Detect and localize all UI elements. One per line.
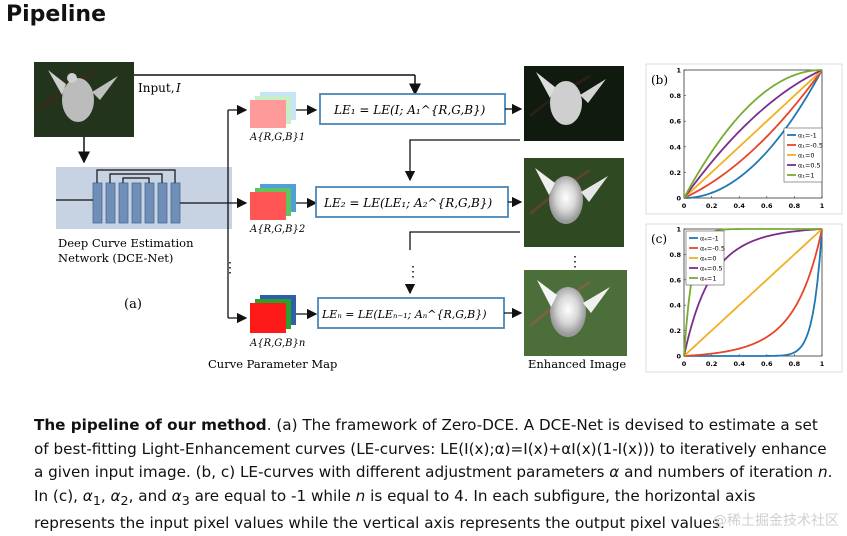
y-tick-label: 0.2 (669, 327, 681, 335)
caption-sub2: 2 (120, 492, 129, 508)
legend-label: α₁=-1 (798, 132, 817, 140)
page-title: Pipeline (6, 2, 106, 27)
watermark: @稀土掘金技术社区 (713, 513, 839, 529)
series-line (683, 69, 823, 199)
dce-label-line2: Network (DCE-Net) (58, 251, 173, 265)
panel-b-label: (b) (651, 73, 668, 87)
x-tick-label: 0.6 (761, 360, 773, 368)
y-tick-label: 0.8 (669, 92, 681, 100)
curve-map-2 (250, 184, 296, 220)
caption-n: n (818, 463, 828, 481)
x-tick-label: 0 (682, 360, 687, 368)
caption-n2: n (355, 486, 366, 505)
dce-ellipsis: ⋮ (223, 260, 237, 276)
series-line (683, 228, 823, 357)
caption-part-6: are equal to -1 while (189, 486, 356, 505)
legend-label: α₄=0.5 (700, 265, 723, 273)
dce-label-line1: Deep Curve Estimation (58, 236, 194, 250)
caption-sub1: 1 (92, 492, 101, 508)
y-tick-label: 0 (676, 353, 681, 361)
x-tick-label: 0.8 (789, 360, 801, 368)
curve-map-n (250, 295, 296, 333)
enhanced-image-2 (524, 158, 624, 247)
input-label: Input, (138, 81, 175, 95)
enhanced-label: Enhanced Image (528, 357, 626, 371)
curve-map-1 (250, 92, 296, 128)
series-line (683, 69, 823, 199)
map-label-2: A{R,G,B}2 (249, 224, 305, 235)
y-tick-label: 0.4 (669, 302, 681, 310)
le-box-1: LE₁ = LE(I; A₁^{R,G,B}) (319, 93, 506, 125)
chart-c: 0 0.2 0.4 0.6 0.8 1 0 0.2 0.4 0.6 0.8 1 α₄=-1 α₄=-0.5… (669, 226, 824, 369)
legend-label: α₄=-0.5 (700, 245, 725, 253)
y-tick-label: 0.6 (669, 118, 681, 126)
legend-label: α₄=1 (700, 275, 716, 283)
caption-part-2: and numbers of iteration (619, 463, 819, 481)
legend-label: α₁=-0.5 (798, 142, 823, 150)
curve-map-label: Curve Parameter Map (208, 357, 337, 371)
input-image (34, 62, 134, 137)
y-tick-label: 1 (676, 226, 681, 234)
legend-label: α₁=1 (798, 172, 814, 180)
map-label-n: A{R,G,B}n (249, 338, 305, 349)
x-tick-label: 1 (820, 202, 825, 210)
y-tick-label: 0.6 (669, 276, 681, 284)
series-line (683, 69, 823, 199)
le-equation-1: LE₁ = LE(I; A₁^{R,G,B}) (333, 103, 486, 117)
x-tick-label: 0.4 (733, 202, 745, 210)
le-ellipsis: ⋮ (406, 264, 420, 280)
enhanced-image-1 (524, 66, 624, 141)
dce-output-lines (227, 104, 248, 324)
map-to-le-arrows (296, 104, 318, 320)
input-arrow (134, 74, 421, 96)
x-tick-label: 0.2 (706, 360, 718, 368)
x-tick-label: 0.6 (761, 202, 773, 210)
caption-part-3: . In (c), (34, 463, 833, 505)
legend-label: α₁=0.5 (798, 162, 821, 170)
enhanced-ellipsis: ⋮ (568, 254, 582, 270)
legend-label: α₄=0 (700, 255, 716, 263)
y-tick-label: 0.8 (669, 251, 681, 259)
series-line (684, 228, 823, 357)
le-box-2: LE₂ = LE(LE₁; A₂^{R,G,B}) (315, 186, 509, 218)
x-tick-label: 0.4 (733, 360, 745, 368)
caption-sub3: 3 (181, 492, 190, 508)
x-tick-label: 0 (682, 202, 687, 210)
y-tick-label: 0.2 (669, 169, 681, 177)
y-tick-label: 1 (676, 67, 681, 75)
series-line (683, 69, 823, 199)
caption-part-1: . (a) The framework of Zero-DCE. A DCE-N… (34, 416, 827, 481)
map-label-1: A{R,G,B}1 (249, 132, 305, 143)
caption-part-4: , (100, 486, 111, 505)
caption-bold: The pipeline of our method (34, 416, 267, 434)
x-tick-label: 0.2 (706, 202, 718, 210)
figure-caption: The pipeline of our method. (a) The fram… (34, 414, 834, 536)
x-tick-label: 0.8 (789, 202, 801, 210)
x-tick-label: 1 (820, 360, 825, 368)
dce-net-block (56, 167, 232, 229)
caption-alpha1: α (82, 486, 93, 505)
series-line (683, 69, 823, 199)
series-line (683, 228, 823, 357)
caption-part-7: is equal to 4. In each subfigure, the ho… (34, 486, 756, 533)
panel-c-label: (c) (651, 232, 667, 246)
chart-b: 0 0.2 0.4 0.6 0.8 1 0 0.2 0.4 0.6 0.8 1 α₁=-1 α₁=-0.5… (669, 67, 824, 211)
le-box-n: LEₙ = LE(LEₙ₋₁; Aₙ^{R,G,B}) (317, 297, 505, 329)
caption-alpha: α (609, 463, 620, 481)
caption-alpha2: α (110, 486, 121, 505)
caption-alpha3: α (171, 486, 182, 505)
y-tick-label: 0 (676, 195, 681, 203)
le-output-arrows (404, 103, 523, 319)
caption-part-5: , and (128, 486, 172, 505)
le-equation-n: LEₙ = LE(LEₙ₋₁; Aₙ^{R,G,B}) (321, 308, 487, 321)
input-symbol: I (175, 81, 181, 95)
y-tick-label: 0.4 (669, 143, 681, 151)
le-equation-2: LE₂ = LE(LE₁; A₂^{R,G,B}) (323, 196, 492, 210)
enhanced-image-n (524, 270, 627, 356)
panel-a-label: (a) (124, 297, 142, 312)
legend-label: α₄=-1 (700, 235, 719, 243)
legend-label: α₁=0 (798, 152, 814, 160)
pipeline-diagram: Input, I Deep Curve Estimation Network (… (34, 62, 843, 373)
